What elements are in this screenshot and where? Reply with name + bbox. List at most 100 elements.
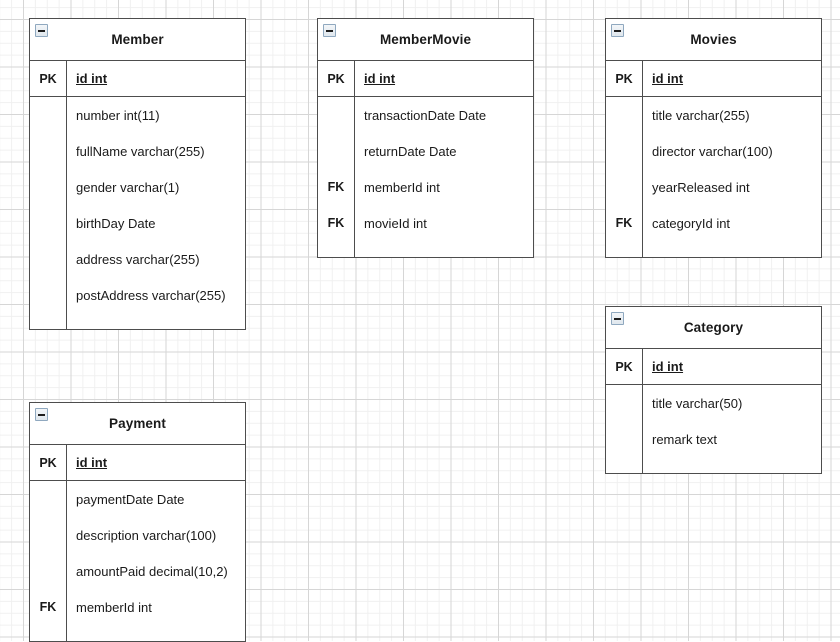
primary-key-row[interactable]: PK id int bbox=[30, 61, 245, 97]
entity-title: Category bbox=[683, 320, 744, 335]
field-name-cell: id int bbox=[76, 71, 108, 86]
key-indicator-cell bbox=[30, 481, 67, 517]
key-indicator-cell bbox=[318, 133, 355, 169]
entity-title: MemberMovie bbox=[379, 32, 472, 47]
field-name-cell: memberId int bbox=[364, 179, 440, 195]
key-indicator-cell: PK bbox=[606, 61, 643, 96]
entity-field-list: PK id int transactionDate Date returnDate D… bbox=[318, 61, 533, 257]
key-indicator-cell bbox=[606, 385, 643, 421]
entity-header-member[interactable]: Member bbox=[30, 19, 245, 61]
minus-glyph bbox=[326, 29, 333, 32]
collapse-minus-icon[interactable] bbox=[35, 408, 48, 421]
field-name-cell: gender varchar(1) bbox=[76, 179, 180, 195]
field-row-spacer bbox=[606, 241, 821, 257]
collapse-minus-icon[interactable] bbox=[611, 312, 624, 325]
field-row-spacer bbox=[30, 625, 245, 641]
field-name-cell: birthDay Date bbox=[76, 215, 156, 231]
field-name-cell: address varchar(255) bbox=[76, 251, 200, 267]
field-row[interactable]: birthDay Date bbox=[30, 205, 245, 241]
field-row-spacer bbox=[30, 313, 245, 329]
key-indicator-cell: FK bbox=[318, 205, 355, 241]
key-indicator-cell bbox=[30, 553, 67, 589]
field-row[interactable]: FK movieId int bbox=[318, 205, 533, 241]
key-indicator-cell: PK bbox=[30, 445, 67, 480]
minus-glyph bbox=[614, 317, 621, 320]
field-row[interactable]: gender varchar(1) bbox=[30, 169, 245, 205]
key-indicator-cell bbox=[606, 169, 643, 205]
entity-title: Payment bbox=[109, 416, 166, 431]
key-indicator-cell bbox=[30, 517, 67, 553]
key-indicator-cell: FK bbox=[606, 205, 643, 241]
field-row[interactable]: paymentDate Date bbox=[30, 481, 245, 517]
field-row[interactable]: address varchar(255) bbox=[30, 241, 245, 277]
field-row[interactable]: director varchar(100) bbox=[606, 133, 821, 169]
field-name-cell: id int bbox=[652, 359, 684, 374]
field-row-spacer bbox=[318, 241, 533, 257]
field-name-cell: yearReleased int bbox=[652, 179, 750, 195]
field-row[interactable]: fullName varchar(255) bbox=[30, 133, 245, 169]
field-name-cell: amountPaid decimal(10,2) bbox=[76, 563, 228, 579]
field-row[interactable]: FK memberId int bbox=[30, 589, 245, 625]
primary-key-row[interactable]: PK id int bbox=[318, 61, 533, 97]
collapse-minus-icon[interactable] bbox=[35, 24, 48, 37]
key-indicator-cell: FK bbox=[318, 169, 355, 205]
primary-key-row[interactable]: PK id int bbox=[606, 61, 821, 97]
key-indicator-cell: FK bbox=[30, 589, 67, 625]
field-name-cell bbox=[67, 625, 245, 641]
field-row[interactable]: FK memberId int bbox=[318, 169, 533, 205]
key-indicator-cell bbox=[318, 241, 355, 257]
key-indicator-cell: PK bbox=[30, 61, 67, 96]
field-name-cell: memberId int bbox=[76, 599, 152, 615]
field-row-spacer bbox=[606, 457, 821, 473]
key-indicator-cell bbox=[30, 169, 67, 205]
field-name-cell: title varchar(50) bbox=[652, 395, 743, 411]
field-row[interactable]: transactionDate Date bbox=[318, 97, 533, 133]
entity-header-payment[interactable]: Payment bbox=[30, 403, 245, 445]
field-name-cell: fullName varchar(255) bbox=[76, 143, 205, 159]
key-indicator-cell bbox=[30, 277, 67, 313]
key-indicator-cell bbox=[30, 97, 67, 133]
field-row[interactable]: postAddress varchar(255) bbox=[30, 277, 245, 313]
field-name-cell: director varchar(100) bbox=[652, 143, 773, 159]
entity-title: Movies bbox=[690, 32, 737, 47]
minus-glyph bbox=[614, 29, 621, 32]
entity-header-movies[interactable]: Movies bbox=[606, 19, 821, 61]
field-name-cell: movieId int bbox=[364, 215, 427, 231]
field-row[interactable]: amountPaid decimal(10,2) bbox=[30, 553, 245, 589]
field-name-cell: transactionDate Date bbox=[364, 107, 487, 123]
field-row[interactable]: remark text bbox=[606, 421, 821, 457]
field-name-cell: description varchar(100) bbox=[76, 527, 217, 543]
field-row[interactable]: title varchar(50) bbox=[606, 385, 821, 421]
entity-title: Member bbox=[111, 32, 164, 47]
field-row[interactable]: title varchar(255) bbox=[606, 97, 821, 133]
entity-header-category[interactable]: Category bbox=[606, 307, 821, 349]
key-indicator-cell: PK bbox=[318, 61, 355, 96]
field-row[interactable]: description varchar(100) bbox=[30, 517, 245, 553]
key-indicator-cell bbox=[30, 133, 67, 169]
key-indicator-cell bbox=[30, 241, 67, 277]
collapse-minus-icon[interactable] bbox=[323, 24, 336, 37]
field-row[interactable]: returnDate Date bbox=[318, 133, 533, 169]
field-name-cell: id int bbox=[652, 71, 684, 86]
collapse-minus-icon[interactable] bbox=[611, 24, 624, 37]
field-name-cell: id int bbox=[364, 71, 396, 86]
field-row[interactable]: yearReleased int bbox=[606, 169, 821, 205]
key-indicator-cell bbox=[606, 457, 643, 473]
key-indicator-cell bbox=[606, 133, 643, 169]
entity-field-list: PK id int title varchar(255) director varch… bbox=[606, 61, 821, 257]
field-row[interactable]: number int(11) bbox=[30, 97, 245, 133]
key-indicator-cell bbox=[606, 97, 643, 133]
entity-header-membermovie[interactable]: MemberMovie bbox=[318, 19, 533, 61]
field-name-cell bbox=[67, 313, 245, 329]
key-indicator-cell bbox=[30, 205, 67, 241]
